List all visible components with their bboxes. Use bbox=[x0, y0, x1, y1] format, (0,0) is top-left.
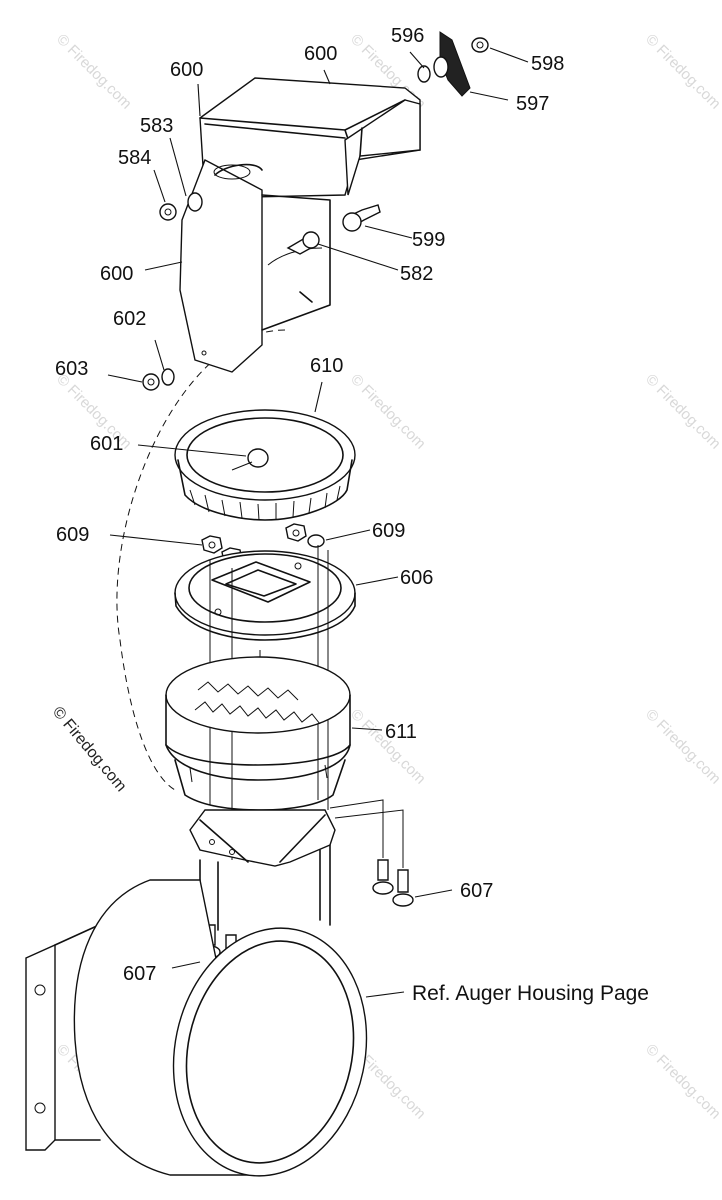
label-597: 597 bbox=[516, 93, 549, 115]
label-600-side: 600 bbox=[100, 263, 133, 285]
leader-lines bbox=[107, 47, 529, 998]
label-607-left: 607 bbox=[123, 963, 156, 985]
discharge-chute bbox=[179, 77, 421, 373]
label-599: 599 bbox=[412, 229, 445, 251]
watermark-text: © Firedog.com bbox=[642, 706, 722, 788]
label-600-left: 600 bbox=[170, 59, 203, 81]
watermark-text: © Firedog.com bbox=[347, 706, 429, 788]
watermark-text: © Firedog.com bbox=[642, 1041, 722, 1123]
label-606: 606 bbox=[400, 567, 433, 589]
label-603: 603 bbox=[55, 358, 88, 380]
rotation-ring bbox=[174, 409, 356, 521]
lock-nuts bbox=[201, 523, 325, 566]
label-609-left: 609 bbox=[56, 524, 89, 546]
watermark-text: © Firedog.com bbox=[347, 371, 429, 453]
watermark-text: © Firedog.com bbox=[53, 31, 135, 113]
label-601: 601 bbox=[90, 433, 123, 455]
mounting-plate-ring bbox=[174, 550, 356, 641]
label-583: 583 bbox=[140, 115, 173, 137]
part-number-labels: 596 598 597 600 600 583 584 599 582 600 … bbox=[55, 25, 649, 1005]
label-609-right: 609 bbox=[372, 520, 405, 542]
gear-ring bbox=[165, 656, 351, 811]
label-596: 596 bbox=[391, 25, 424, 47]
label-598: 598 bbox=[531, 53, 564, 75]
deflector-hardware bbox=[142, 31, 489, 391]
watermark-text: © Firedog.com bbox=[642, 31, 722, 113]
reference-note: Ref. Auger Housing Page bbox=[412, 982, 649, 1005]
label-600-top: 600 bbox=[304, 43, 337, 65]
watermark-dark-text: © Firedog.com bbox=[49, 704, 130, 795]
label-607-right: 607 bbox=[460, 880, 493, 902]
rotation-arc-dashed bbox=[116, 329, 286, 791]
auger-housing-outlet bbox=[25, 879, 368, 1177]
watermark-text: © Firedog.com bbox=[642, 371, 722, 453]
label-610: 610 bbox=[310, 355, 343, 377]
label-584: 584 bbox=[118, 147, 151, 169]
base-plate bbox=[189, 809, 336, 931]
label-582: 582 bbox=[400, 263, 433, 285]
label-602: 602 bbox=[113, 308, 146, 330]
label-611: 611 bbox=[385, 721, 417, 743]
